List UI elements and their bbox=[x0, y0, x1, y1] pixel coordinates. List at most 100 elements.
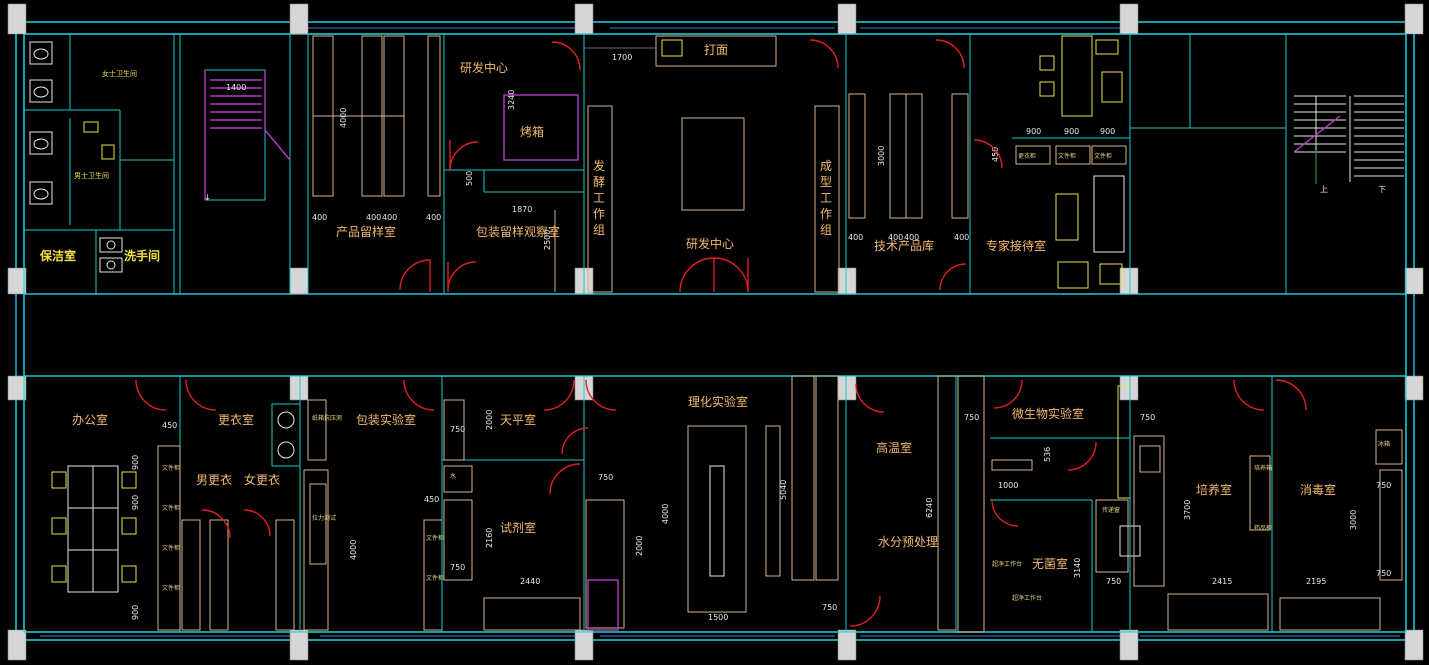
dim-400-c: 400 bbox=[382, 213, 397, 222]
dim-450-c: 450 bbox=[424, 495, 439, 504]
ferment-label-2: 酵 bbox=[593, 175, 605, 189]
ferment-label-3: 工 bbox=[593, 191, 605, 205]
bread-face-label: 打面 bbox=[704, 43, 728, 57]
cleaning-room-label: 保洁室 bbox=[39, 248, 76, 263]
dim-400-g: 400 bbox=[904, 233, 919, 242]
dim-450-a: 450 bbox=[991, 147, 1000, 162]
rd-center-main: 1700 打面 发 酵 工 作 组 成 型 工 作 组 研发中心 bbox=[583, 33, 847, 295]
dim-2195: 2195 bbox=[1306, 577, 1326, 586]
paper-test-label: 纸箱抗压测 bbox=[312, 414, 342, 422]
water-pre-label: 水分预处理 bbox=[878, 535, 938, 549]
stair-up-label: 上 bbox=[1320, 185, 1328, 194]
sample-room-label: 产品留样室 bbox=[336, 224, 396, 239]
dim-400-b: 400 bbox=[366, 213, 381, 222]
dim-4000-a: 4000 bbox=[339, 108, 348, 128]
office-label: 办公室 bbox=[72, 412, 108, 427]
cab-label-3: 文件柜 bbox=[1094, 152, 1112, 160]
dim-6240: 6240 bbox=[925, 498, 934, 518]
balance-label: 天平室 bbox=[500, 412, 536, 427]
balance-reagent: 水 天平室 试剂室 2000 750 750 2160 2440 bbox=[441, 375, 585, 633]
tech-store: 3000 400 400 400 400 技术产品库 bbox=[845, 33, 971, 295]
dim-750-i: 750 bbox=[1376, 569, 1391, 578]
dim-900-b: 900 bbox=[1064, 127, 1079, 136]
dim-1500: 1500 bbox=[708, 613, 728, 622]
pack-file-2: 文件柜 bbox=[426, 574, 444, 582]
dim-750-h: 750 bbox=[1376, 481, 1391, 490]
water-label: 水 bbox=[450, 472, 456, 480]
cab-label-1: 更衣柜 bbox=[1018, 152, 1036, 160]
cab-label-2: 文件柜 bbox=[1058, 152, 1076, 160]
female-change-label: 女更衣 bbox=[244, 472, 280, 487]
product-sample-room: 4000 400 400 400 400 产品留样室 bbox=[307, 33, 445, 295]
chem-lab-label: 理化实验室 bbox=[688, 394, 748, 409]
dim-2440: 2440 bbox=[520, 577, 540, 586]
culture-room: 培养箱 药品柜 培养室 750 3700 2415 bbox=[1129, 375, 1273, 633]
chem-lab: 理化实验室 750 2000 4000 5040 1500 bbox=[561, 375, 847, 633]
toilets-block: 女士卫生间 男士卫生间 保洁室 洗手间 bbox=[23, 33, 175, 295]
changing-room: 文件柜 文件柜 文件柜 文件柜 更衣室 男更衣 女更衣 900 900 900 bbox=[131, 375, 301, 633]
forming-label-3: 工 bbox=[820, 191, 832, 205]
dim-1400: 1400 bbox=[226, 83, 246, 92]
dim-750-d: 750 bbox=[822, 603, 837, 612]
columns bbox=[7, 3, 1424, 661]
oven-label: 烤箱 bbox=[520, 124, 544, 139]
dim-400-a: 400 bbox=[312, 213, 327, 222]
dim-900-f: 900 bbox=[131, 605, 140, 620]
dim-2000-b: 2000 bbox=[635, 536, 644, 556]
dim-2500: 2500 bbox=[543, 230, 552, 250]
pack-sample-label: 包装留样观察室 bbox=[476, 224, 560, 239]
dim-400-h: 400 bbox=[954, 233, 969, 242]
ultra-bench-label: 超净工作台 bbox=[992, 560, 1022, 568]
culture-label: 培养室 bbox=[1196, 482, 1232, 497]
dim-400-d: 400 bbox=[426, 213, 441, 222]
dim-4000-b: 4000 bbox=[349, 540, 358, 560]
dim-500: 500 bbox=[465, 171, 474, 186]
change-file-3: 文件柜 bbox=[162, 544, 180, 552]
tensile-label: 拉力测试 bbox=[312, 514, 336, 522]
dim-750-f: 750 bbox=[1106, 577, 1121, 586]
dim-750-b: 750 bbox=[450, 563, 465, 572]
stairs-left: 1400 ↓ bbox=[179, 33, 291, 295]
micro-lab: 微生物实验室 750 536 1000 无菌室 超净工作台 超净工作台 传递窗 … bbox=[955, 375, 1141, 633]
dim-400-e: 400 bbox=[848, 233, 863, 242]
change-file-4: 文件柜 bbox=[162, 584, 180, 592]
dim-1700: 1700 bbox=[612, 53, 632, 62]
medicine-cab-label: 药品柜 bbox=[1254, 524, 1272, 532]
forming-label-2: 型 bbox=[820, 175, 832, 189]
male-wc-label: 男士卫生间 bbox=[74, 171, 109, 180]
sterile-label: 无菌室 bbox=[1032, 556, 1068, 571]
dim-750-e: 750 bbox=[964, 413, 979, 422]
male-change-label: 男更衣 bbox=[196, 472, 232, 487]
rd-center-top-label: 研发中心 bbox=[460, 60, 508, 75]
dim-3700: 3700 bbox=[1183, 500, 1192, 520]
ferment-label: 发 bbox=[593, 158, 605, 173]
dim-2415: 2415 bbox=[1212, 577, 1232, 586]
dim-450-b: 450 bbox=[162, 421, 177, 430]
rd-center-label: 研发中心 bbox=[686, 236, 734, 251]
high-temp-label: 高温室 bbox=[876, 440, 912, 455]
tech-store-label: 技术产品库 bbox=[874, 238, 934, 253]
stair-down-label: 下 bbox=[1378, 185, 1386, 194]
dim-900-d: 900 bbox=[131, 455, 140, 470]
washroom-label: 洗手间 bbox=[124, 248, 160, 263]
ferment-label-4: 作 bbox=[593, 207, 605, 221]
forming-label-5: 组 bbox=[820, 223, 832, 237]
dim-750-c: 750 bbox=[598, 473, 613, 482]
dim-2160: 2160 bbox=[485, 528, 494, 548]
dim-536: 536 bbox=[1043, 447, 1052, 462]
dim-750-a: 750 bbox=[450, 425, 465, 434]
dim-1870: 1870 bbox=[512, 205, 532, 214]
dim-900-e: 900 bbox=[131, 495, 140, 510]
ultra-bench-label-2: 超净工作台 bbox=[1012, 594, 1042, 602]
dim-3240: 3240 bbox=[507, 90, 516, 110]
culture-box-label: 培养箱 bbox=[1254, 464, 1272, 472]
dim-4000-c: 4000 bbox=[661, 504, 670, 524]
stairs-right: 上 下 bbox=[1129, 33, 1407, 295]
dim-3140: 3140 bbox=[1073, 558, 1082, 578]
change-file-1: 文件柜 bbox=[162, 464, 180, 472]
expert-room-label: 专家接待室 bbox=[986, 238, 1046, 253]
high-temp: 高温室 水分预处理 6240 750 bbox=[822, 375, 957, 633]
micro-lab-label: 微生物实验室 bbox=[1012, 406, 1084, 421]
reagent-label: 试剂室 bbox=[500, 520, 536, 535]
